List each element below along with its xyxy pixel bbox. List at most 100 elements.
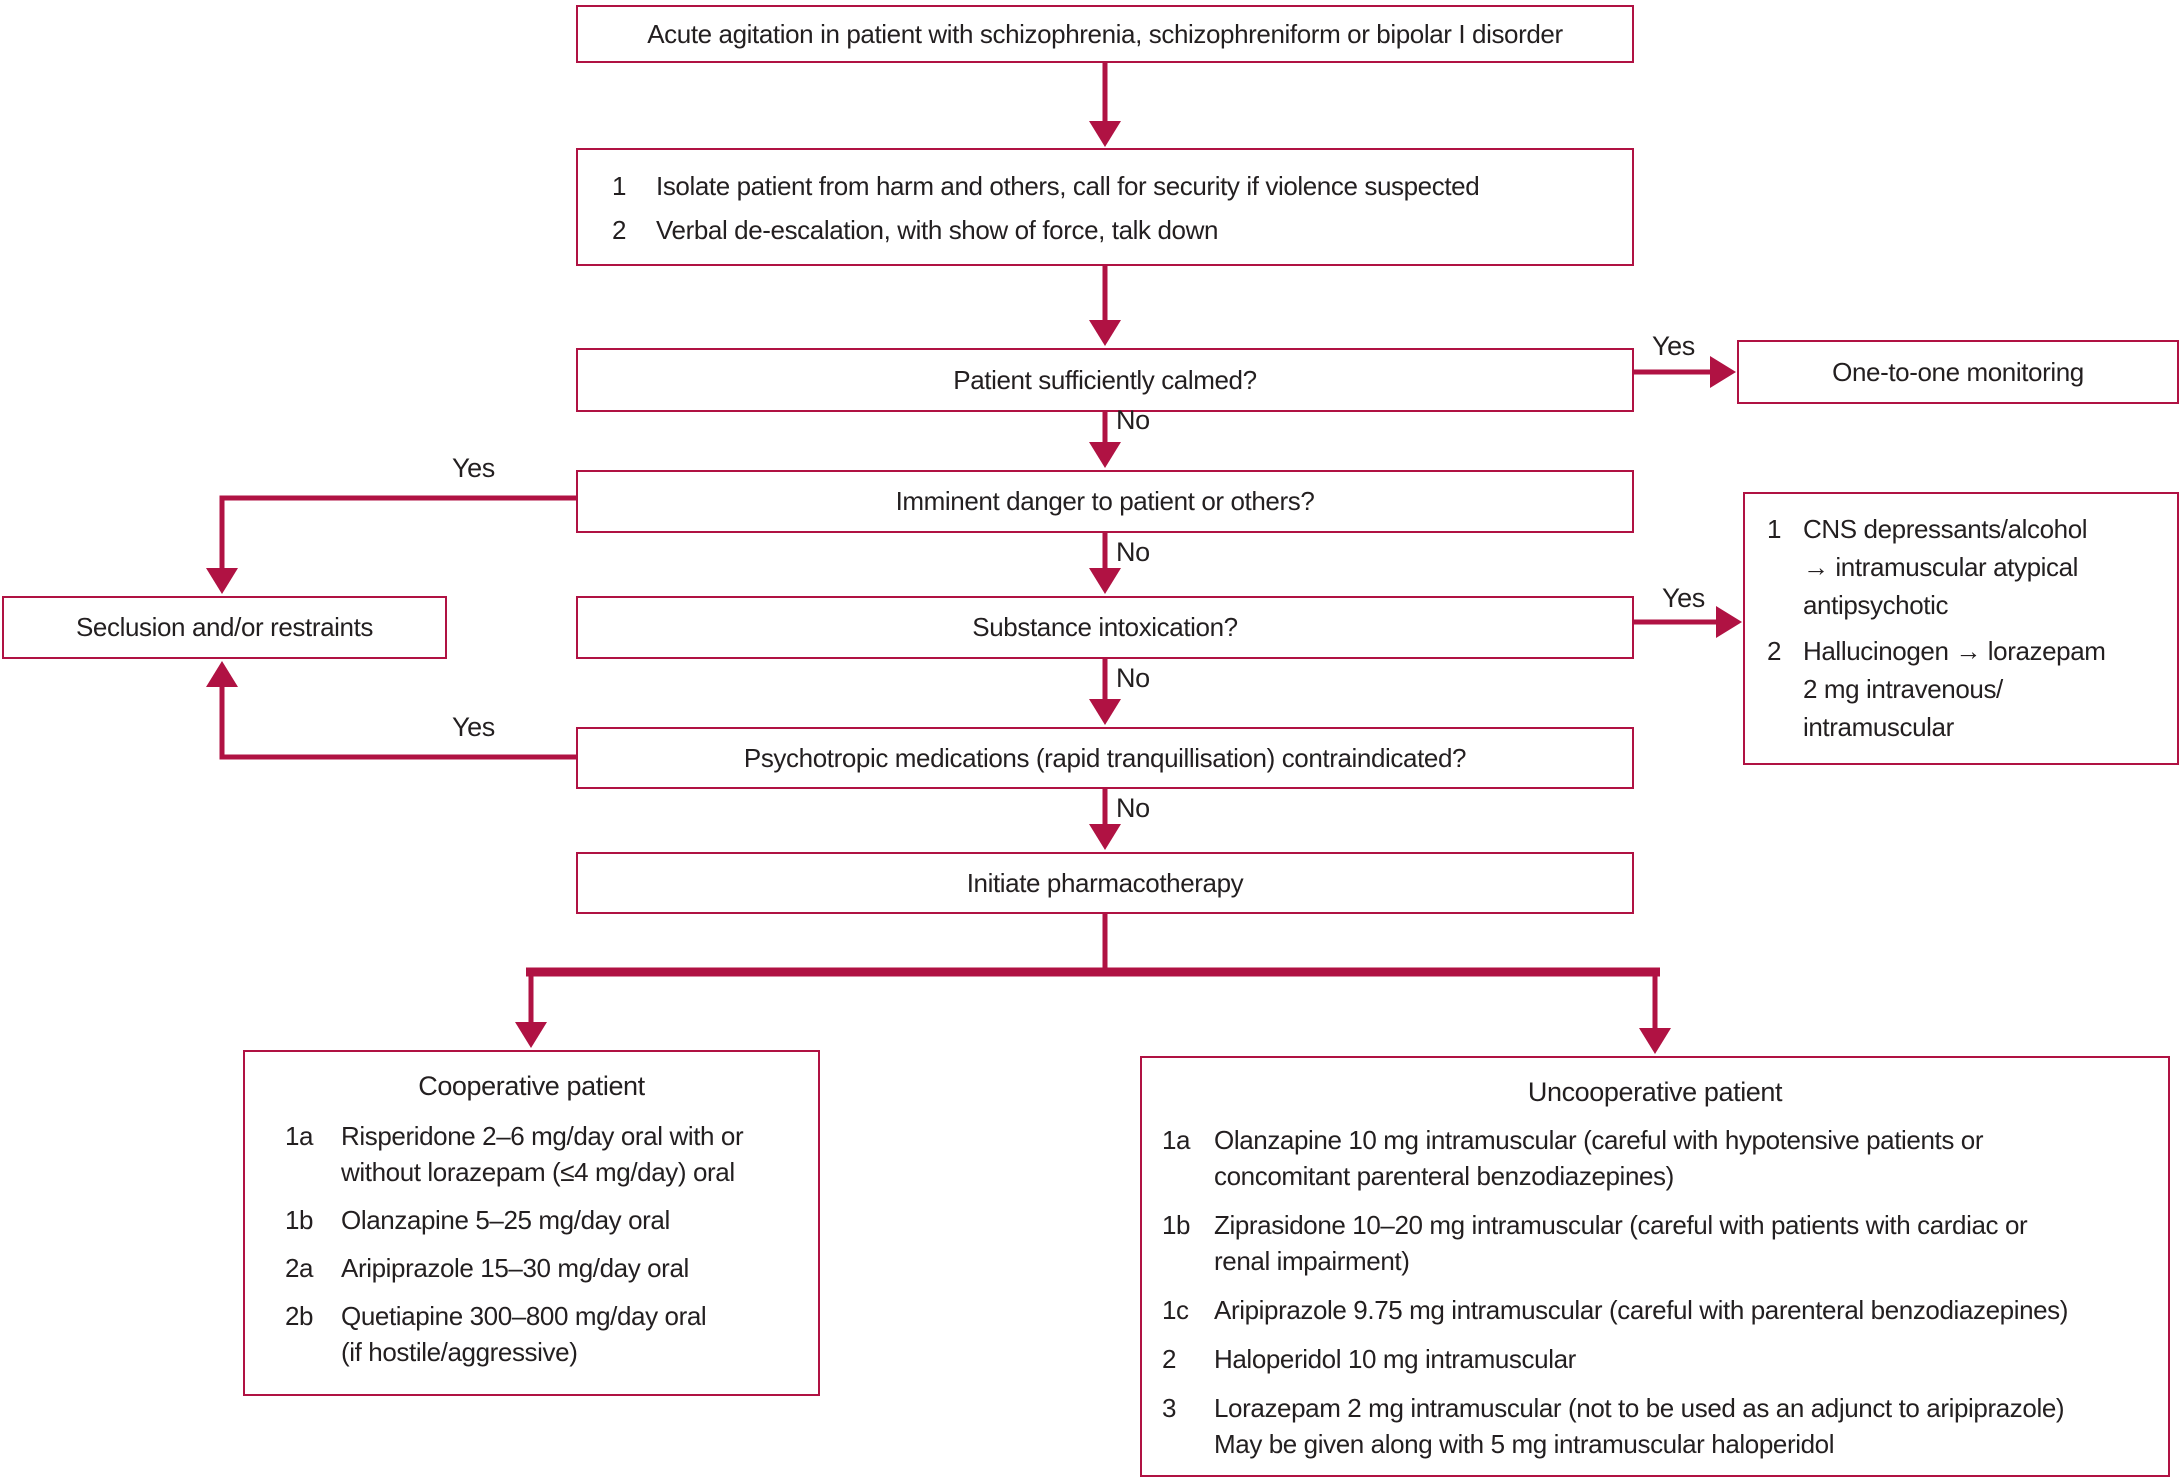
arrowhead-down-icon bbox=[1089, 442, 1121, 468]
yes-label: Yes bbox=[452, 712, 495, 742]
intox-item: 2 Hallucinogen → lorazepam 2 mg intraven… bbox=[1767, 632, 2173, 746]
item-text: Aripiprazole 9.75 mg intramuscular (care… bbox=[1214, 1292, 2164, 1328]
medication-item: 1b Olanzapine 5–25 mg/day oral bbox=[285, 1202, 810, 1238]
item-line: May be given along with 5 mg intramuscul… bbox=[1214, 1429, 1835, 1459]
item-number: 3 bbox=[1162, 1393, 1177, 1423]
item-number: 2b bbox=[285, 1301, 314, 1331]
step-text: Verbal de-escalation, with show of force… bbox=[656, 215, 1219, 245]
item-number: 1c bbox=[1162, 1295, 1189, 1325]
arrowhead-right-icon bbox=[1716, 606, 1742, 638]
arrowhead-down-icon bbox=[206, 568, 238, 594]
medication-item: 1c Aripiprazole 9.75 mg intramuscular (c… bbox=[1162, 1292, 2164, 1328]
medication-item: 1a Olanzapine 10 mg intramuscular (caref… bbox=[1162, 1122, 2164, 1194]
item-line: Ziprasidone 10–20 mg intramuscular (care… bbox=[1214, 1210, 2028, 1240]
danger-decision-text: Imminent danger to patient or others? bbox=[895, 486, 1315, 516]
arrowhead-down-icon bbox=[1089, 699, 1121, 725]
cooperative-title: Cooperative patient bbox=[418, 1071, 645, 1101]
arrowhead-up-icon bbox=[206, 661, 238, 687]
item-text: Aripiprazole 15–30 mg/day oral bbox=[341, 1250, 810, 1286]
uncooperative-panel: Uncooperative patient 1a Olanzapine 10 m… bbox=[1140, 1056, 2170, 1477]
no-label: No bbox=[1116, 793, 1150, 823]
start-box-text: Acute agitation in patient with schizoph… bbox=[647, 18, 1563, 49]
step-item: 2 Verbal de-escalation, with show of for… bbox=[612, 208, 1622, 252]
medication-item: 2a Aripiprazole 15–30 mg/day oral bbox=[285, 1250, 810, 1286]
item-number: 2 bbox=[1162, 1344, 1177, 1374]
intox-item: 1 CNS depressants/alcohol → intramuscula… bbox=[1767, 510, 2173, 624]
medication-item: 1a Risperidone 2–6 mg/day oral with or w… bbox=[285, 1118, 810, 1190]
calmed-decision-text: Patient sufficiently calmed? bbox=[953, 364, 1257, 395]
connector-psych-seclusion bbox=[219, 684, 576, 760]
item-text: CNS depressants/alcohol → intramuscular … bbox=[1803, 510, 2173, 624]
arrowhead-down-icon bbox=[1089, 320, 1121, 346]
medication-item: 1b Ziprasidone 10–20 mg intramuscular (c… bbox=[1162, 1207, 2164, 1279]
item-text: Olanzapine 10 mg intramuscular (careful … bbox=[1214, 1122, 2164, 1194]
substance-decision-text: Substance intoxication? bbox=[972, 612, 1238, 642]
step-number: 2 bbox=[612, 215, 627, 245]
item-line: without lorazepam (≤4 mg/day) oral bbox=[341, 1157, 735, 1187]
medication-item: 2b Quetiapine 300–800 mg/day oral (if ho… bbox=[285, 1298, 810, 1370]
item-line: Lorazepam 2 mg intramuscular (not to be … bbox=[1214, 1393, 2065, 1423]
item-line: Quetiapine 300–800 mg/day oral bbox=[341, 1301, 707, 1331]
seclusion-box: Seclusion and/or restraints bbox=[2, 596, 447, 659]
psychotropic-decision-text: Psychotropic medications (rapid tranquil… bbox=[743, 742, 1467, 773]
item-number: 2 bbox=[1767, 636, 1782, 666]
item-number: 1 bbox=[1767, 514, 1782, 544]
item-text: Ziprasidone 10–20 mg intramuscular (care… bbox=[1214, 1207, 2164, 1279]
no-label: No bbox=[1116, 663, 1150, 693]
item-line: Aripiprazole 9.75 mg intramuscular (care… bbox=[1214, 1295, 2069, 1325]
item-text: Olanzapine 5–25 mg/day oral bbox=[341, 1202, 810, 1238]
connector-lines bbox=[219, 63, 1718, 1031]
item-number: 1b bbox=[1162, 1210, 1191, 1240]
danger-decision-box: Imminent danger to patient or others? bbox=[576, 470, 1634, 533]
initiate-text: Initiate pharmacotherapy bbox=[966, 867, 1244, 898]
calmed-decision-box: Patient sufficiently calmed? bbox=[576, 348, 1634, 412]
psychotropic-decision-box: Psychotropic medications (rapid tranquil… bbox=[576, 727, 1634, 789]
yes-label: Yes bbox=[1652, 331, 1695, 361]
item-line: → intramuscular atypical bbox=[1803, 552, 2079, 582]
item-text: Hallucinogen → lorazepam 2 mg intravenou… bbox=[1803, 632, 2173, 746]
item-line: Risperidone 2–6 mg/day oral with or bbox=[341, 1121, 744, 1151]
yes-label: Yes bbox=[1662, 583, 1705, 613]
steps-box: 1 Isolate patient from harm and others, … bbox=[576, 148, 1634, 266]
start-box: Acute agitation in patient with schizoph… bbox=[576, 5, 1634, 63]
item-line: Haloperidol 10 mg intramuscular bbox=[1214, 1344, 1576, 1374]
step-text: Isolate patient from harm and others, ca… bbox=[656, 171, 1480, 201]
step-item: 1 Isolate patient from harm and others, … bbox=[612, 164, 1622, 208]
medication-item: 2 Haloperidol 10 mg intramuscular bbox=[1162, 1341, 2164, 1377]
item-text: Lorazepam 2 mg intramuscular (not to be … bbox=[1214, 1390, 2164, 1462]
item-text: Quetiapine 300–800 mg/day oral (if hosti… bbox=[341, 1298, 810, 1370]
initiate-box: Initiate pharmacotherapy bbox=[576, 852, 1634, 914]
intoxication-management-box: 1 CNS depressants/alcohol → intramuscula… bbox=[1743, 492, 2179, 765]
item-line: renal impairment) bbox=[1214, 1246, 1410, 1276]
item-line: Olanzapine 10 mg intramuscular (careful … bbox=[1214, 1125, 1984, 1155]
item-text: Risperidone 2–6 mg/day oral with or with… bbox=[341, 1118, 810, 1190]
substance-decision-box: Substance intoxication? bbox=[576, 596, 1634, 659]
arrowhead-down-icon bbox=[1089, 824, 1121, 850]
arrow-heads bbox=[206, 121, 1742, 1054]
arrowhead-down-icon bbox=[1089, 121, 1121, 147]
medication-item: 3 Lorazepam 2 mg intramuscular (not to b… bbox=[1162, 1390, 2164, 1462]
item-line: antipsychotic bbox=[1803, 590, 1949, 620]
arrowhead-down-icon bbox=[1089, 568, 1121, 594]
item-line: concomitant parenteral benzodiazepines) bbox=[1214, 1161, 1674, 1191]
arrowhead-down-icon bbox=[1639, 1028, 1671, 1054]
step-number: 1 bbox=[612, 171, 627, 201]
item-line: CNS depressants/alcohol bbox=[1803, 514, 2088, 544]
item-text: Haloperidol 10 mg intramuscular bbox=[1214, 1341, 2164, 1377]
item-line: Hallucinogen → lorazepam bbox=[1803, 636, 2106, 666]
connector-danger-seclusion bbox=[219, 495, 576, 571]
monitoring-box: One-to-one monitoring bbox=[1737, 340, 2179, 404]
item-number: 1a bbox=[285, 1121, 314, 1151]
item-number: 2a bbox=[285, 1253, 314, 1283]
item-line: 2 mg intravenous/ bbox=[1803, 674, 2003, 704]
uncooperative-title: Uncooperative patient bbox=[1527, 1077, 1783, 1107]
item-number: 1b bbox=[285, 1205, 314, 1235]
item-number: 1a bbox=[1162, 1125, 1191, 1155]
monitoring-text: One-to-one monitoring bbox=[1832, 356, 2084, 387]
item-line: (if hostile/aggressive) bbox=[341, 1337, 578, 1367]
arrowhead-down-icon bbox=[515, 1022, 547, 1048]
item-line: intramuscular bbox=[1803, 712, 1954, 742]
item-line: Aripiprazole 15–30 mg/day oral bbox=[341, 1253, 689, 1283]
